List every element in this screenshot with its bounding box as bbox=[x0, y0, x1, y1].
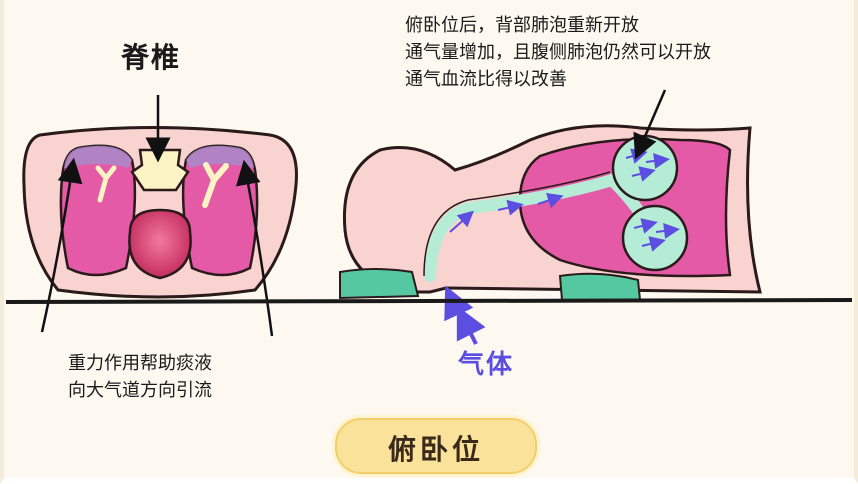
prone-note-line: 通气量增加，且腹侧肺泡仍然可以开放 bbox=[405, 42, 711, 63]
trachea-edge bbox=[423, 171, 611, 277]
floor-line bbox=[5, 298, 853, 304]
prone-note-line: 俯卧位后，背部肺泡重新开放 bbox=[405, 15, 639, 36]
alveolus-air-arrows bbox=[449, 148, 680, 252]
alveolus-dorsal bbox=[611, 134, 679, 202]
gas-inflow-arrows bbox=[444, 285, 486, 345]
prone-side-view bbox=[339, 89, 762, 345]
support-pad-body bbox=[558, 272, 642, 301]
position-badge: 俯卧位 bbox=[335, 418, 537, 474]
left-bronchus bbox=[95, 165, 117, 203]
heart bbox=[128, 208, 192, 280]
prone-note: 俯卧位后，背部肺泡重新开放 通气量增加，且腹侧肺泡仍然可以开放 通气血流比得以改… bbox=[405, 12, 711, 93]
chest-cross-section bbox=[22, 95, 298, 337]
gravity-arrow-left bbox=[40, 157, 83, 333]
spine-label: 脊椎 bbox=[121, 41, 182, 74]
vertebra bbox=[130, 148, 190, 192]
gravity-note-line: 重力作用帮助痰液 bbox=[68, 353, 212, 374]
gravity-note-line: 向大气道方向引流 bbox=[68, 380, 212, 401]
note-arrow bbox=[633, 89, 667, 160]
gas-label: 气体 bbox=[458, 350, 515, 380]
position-badge-label: 俯卧位 bbox=[387, 433, 484, 466]
gravity-arrow-right bbox=[235, 159, 274, 337]
prone-note-line: 通气血流比得以改善 bbox=[405, 69, 567, 90]
gravity-note: 重力作用帮助痰液 向大气道方向引流 bbox=[68, 350, 212, 404]
alveolus-ventral bbox=[621, 204, 689, 272]
support-pad-head bbox=[339, 268, 420, 300]
right-bronchus bbox=[202, 162, 229, 208]
